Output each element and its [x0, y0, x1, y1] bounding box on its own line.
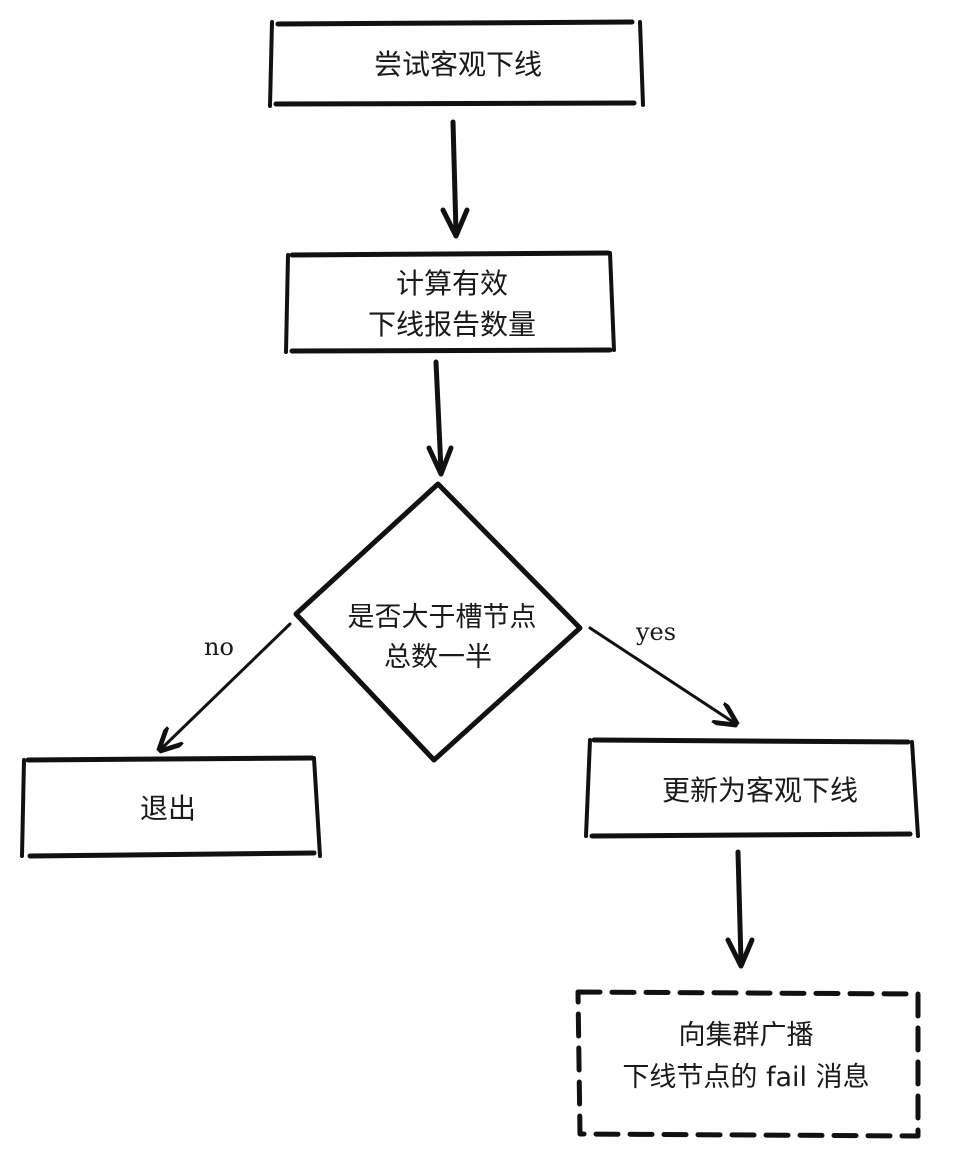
arrow-decision-to-exit — [160, 622, 292, 750]
edge-label-no: no — [204, 633, 234, 661]
edge-label-yes: yes — [635, 618, 676, 646]
arrowhead-start-to-count — [440, 207, 470, 239]
node-count-label-2: 下线报告数量 — [368, 308, 536, 341]
arrow-decision-to-update — [588, 626, 736, 724]
node-decision-label-1: 是否大于槽节点 — [348, 602, 537, 633]
arrow-count-to-decision — [433, 359, 444, 473]
node-count-label-1: 计算有效 — [396, 267, 508, 300]
node-count: 计算有效 下线报告数量 — [284, 250, 616, 354]
node-start-label: 尝试客观下线 — [374, 48, 542, 81]
arrow-start-to-count — [450, 119, 459, 235]
arrow-update-to-broadcast — [735, 849, 744, 965]
node-update-label: 更新为客观下线 — [662, 774, 858, 807]
node-decision-label-2: 总数一半 — [384, 642, 492, 673]
node-start: 尝试客观下线 — [268, 19, 645, 108]
node-broadcast-label-1: 向集群广播 — [679, 1020, 814, 1051]
node-decision: 是否大于槽节点 总数一半 — [293, 481, 583, 763]
node-broadcast-label-2: 下线节点的 fail 消息 — [622, 1062, 869, 1093]
node-update: 更新为客观下线 — [584, 737, 920, 839]
arrowhead-update-to-broadcast — [725, 937, 755, 969]
arrowhead-count-to-decision — [426, 445, 454, 477]
node-exit: 退出 — [20, 755, 322, 859]
node-exit-label: 退出 — [140, 792, 196, 825]
node-broadcast: 向集群广播 下线节点的 fail 消息 — [575, 989, 921, 1139]
